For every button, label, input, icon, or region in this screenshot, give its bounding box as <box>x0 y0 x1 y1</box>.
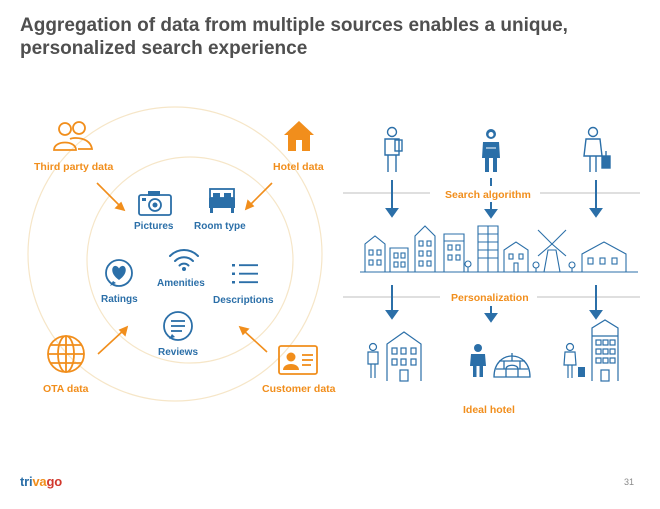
winter-traveler-icon <box>482 129 500 172</box>
page-number: 31 <box>623 477 634 487</box>
logo-part-3: go <box>46 474 62 489</box>
slide-title-line-2: personalized search experience <box>20 38 308 59</box>
igloo-hotel-icon <box>493 353 531 378</box>
heart-bubble-icon <box>105 259 133 287</box>
house-icon <box>284 121 314 151</box>
slide-title-line-1: Aggregation of data from multiple source… <box>20 15 568 36</box>
third-party-data-label: Third party data <box>34 161 114 173</box>
ota-data-label: OTA data <box>43 383 89 395</box>
ideal-hotel-label: Ideal hotel <box>463 404 515 416</box>
descriptions-label: Descriptions <box>213 295 274 306</box>
customer-data-label: Customer data <box>262 383 336 395</box>
pictures-label: Pictures <box>134 221 174 232</box>
camera-icon <box>138 191 172 216</box>
hotel-data-label: Hotel data <box>273 161 324 173</box>
winter-traveler-small-icon <box>470 344 486 377</box>
backpacker-icon <box>384 126 403 172</box>
amenities-label: Amenities <box>157 278 205 289</box>
reviews-label: Reviews <box>158 347 199 358</box>
city-skyline-icon <box>360 225 638 273</box>
trivago-logo: trivago <box>20 474 62 489</box>
luggage-traveler-small-icon <box>563 342 585 378</box>
personalization-label: Personalization <box>451 292 529 304</box>
room-type-label: Room type <box>194 221 246 232</box>
list-icon <box>232 264 258 284</box>
tower-hotel-icon <box>591 319 619 382</box>
townhouse-hotel-icon <box>386 331 422 382</box>
wifi-icon <box>169 249 199 271</box>
speech-bubble-icon <box>163 311 193 341</box>
backpacker-small-icon <box>367 342 379 378</box>
slide-title: Aggregation of data from multiple source… <box>20 14 640 60</box>
luggage-traveler-icon <box>583 126 611 172</box>
logo-part-1: tri <box>20 474 33 489</box>
bed-icon <box>209 188 235 213</box>
globe-icon <box>47 335 85 373</box>
people-icon <box>53 121 94 151</box>
id-card-icon <box>278 345 318 375</box>
search-algorithm-label: Search algorithm <box>445 189 531 201</box>
ratings-label: Ratings <box>101 294 138 305</box>
logo-part-2: va <box>32 474 47 489</box>
